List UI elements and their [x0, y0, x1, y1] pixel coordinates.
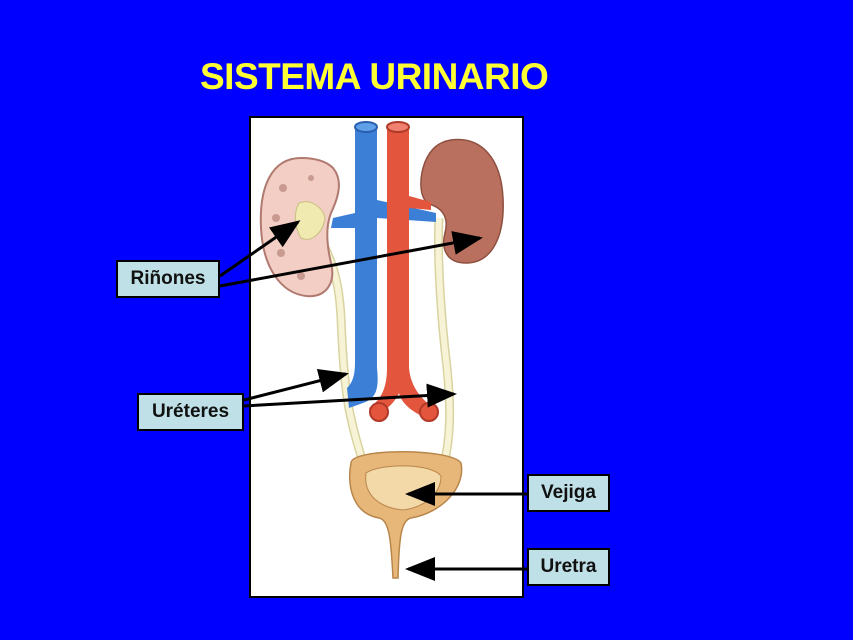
label-uretra-text: Uretra: [540, 556, 597, 577]
vena-cava: [347, 126, 378, 408]
label-uretra: Uretra: [527, 548, 610, 586]
urinary-system-illustration: [249, 116, 524, 598]
label-vejiga-text: Vejiga: [541, 482, 596, 503]
right-kidney: [420, 138, 504, 264]
label-ureteres-text: Uréteres: [151, 401, 230, 422]
label-rinones-text: Riñones: [130, 268, 206, 289]
label-ureteres: Uréteres: [137, 393, 244, 431]
anatomy-drawing: [259, 121, 504, 579]
label-rinones: Riñones: [116, 260, 220, 298]
slide-title: SISTEMA URINARIO: [200, 56, 549, 97]
label-vejiga: Vejiga: [527, 474, 610, 512]
